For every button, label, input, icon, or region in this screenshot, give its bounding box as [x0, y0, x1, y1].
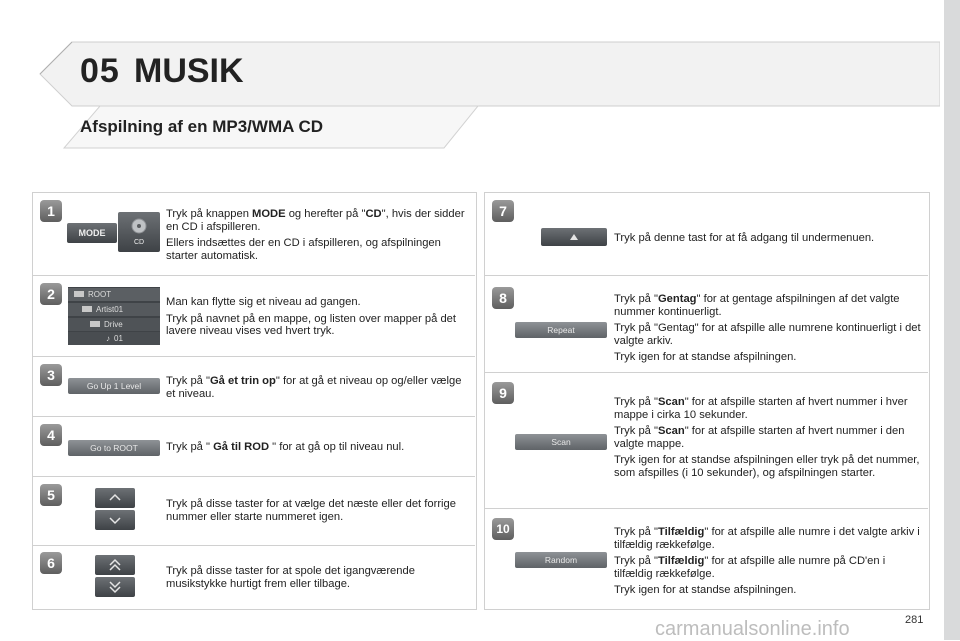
triangle-up-icon	[570, 234, 578, 240]
step-5-text: Tryk på disse taster for at vælge det næ…	[166, 498, 456, 523]
folder-icon	[90, 321, 100, 327]
step-2-text: Man kan flytte sig et niveau ad gangen. …	[166, 296, 457, 337]
step-badge-5: 5	[40, 484, 62, 506]
cd-button-label: CD	[133, 239, 145, 246]
chevron-up-icon	[109, 493, 121, 501]
folder-item-root[interactable]: ROOT	[68, 288, 160, 301]
watermark: carmanualsonline.info	[655, 618, 850, 640]
folder-item-artist[interactable]: Artist01	[68, 303, 160, 316]
step-badge-3: 3	[40, 364, 62, 386]
fast-forward-button[interactable]	[95, 577, 135, 597]
music-note-icon: ♪	[106, 334, 110, 343]
step-8-text: Tryk på "Gentag" for at gentage afspilni…	[614, 293, 921, 363]
divider	[33, 275, 475, 276]
folder-item-drive[interactable]: Drive	[68, 318, 160, 331]
mode-button[interactable]: MODE	[67, 223, 117, 243]
previous-track-button[interactable]	[95, 488, 135, 508]
fast-rewind-button[interactable]	[95, 555, 135, 575]
step-badge-7: 7	[492, 200, 514, 222]
divider	[485, 275, 928, 276]
left-panel	[32, 192, 477, 610]
next-track-button[interactable]	[95, 510, 135, 530]
step-7-text: Tryk på denne tast for at få adgang til …	[614, 232, 875, 244]
page-number: 281	[905, 614, 924, 626]
chevron-down-icon	[109, 517, 121, 525]
go-to-root-button[interactable]: Go to ROOT	[68, 440, 160, 456]
step-badge-10: 10	[492, 518, 514, 540]
side-tab-strip	[944, 0, 960, 640]
folder-list: ROOT Artist01 Drive ♪01	[68, 287, 160, 345]
double-chevron-up-icon	[109, 558, 121, 571]
folder-icon	[82, 306, 92, 312]
double-chevron-down-icon	[109, 581, 121, 594]
cd-disc-icon	[131, 218, 147, 234]
scan-button[interactable]: Scan	[515, 434, 607, 450]
subtitle-decoration	[62, 105, 480, 149]
divider	[33, 356, 475, 357]
file-item-01[interactable]: ♪01	[68, 332, 160, 345]
step-badge-6: 6	[40, 552, 62, 574]
step-6-text: Tryk på disse taster for at spole det ig…	[166, 565, 415, 590]
step-badge-8: 8	[492, 287, 514, 309]
repeat-button[interactable]: Repeat	[515, 322, 607, 338]
right-panel	[484, 192, 930, 610]
divider	[485, 508, 928, 509]
section-subtitle: Afspilning af en MP3/WMA CD	[80, 117, 324, 136]
chapter-number: 05	[80, 52, 120, 90]
step-9-text: Tryk på "Scan" for at afspille starten a…	[614, 396, 920, 479]
step-badge-9: 9	[492, 382, 514, 404]
step-4-text: Tryk på " Gå til ROD " for at gå op til …	[166, 441, 405, 453]
step-3-text: Tryk på "Gå et trin op" for at gå et niv…	[166, 375, 462, 400]
go-up-level-button[interactable]: Go Up 1 Level	[68, 378, 160, 394]
divider	[33, 476, 475, 477]
divider	[33, 545, 475, 546]
folder-icon	[74, 291, 84, 297]
step-10-text: Tryk på "Tilfældig" for at afspille alle…	[614, 526, 920, 596]
chapter-title: MUSIK	[134, 52, 244, 90]
step-badge-4: 4	[40, 424, 62, 446]
divider	[33, 416, 475, 417]
cd-button[interactable]: CD	[118, 212, 160, 252]
mode-button-label: MODE	[78, 228, 106, 238]
step-badge-1: 1	[40, 200, 62, 222]
random-button[interactable]: Random	[515, 552, 607, 568]
step-1-text: Tryk på knappen MODE og herefter på "CD"…	[166, 208, 465, 262]
divider	[485, 372, 928, 373]
step-badge-2: 2	[40, 283, 62, 305]
submenu-button[interactable]	[541, 228, 607, 246]
header-decoration	[39, 41, 940, 107]
